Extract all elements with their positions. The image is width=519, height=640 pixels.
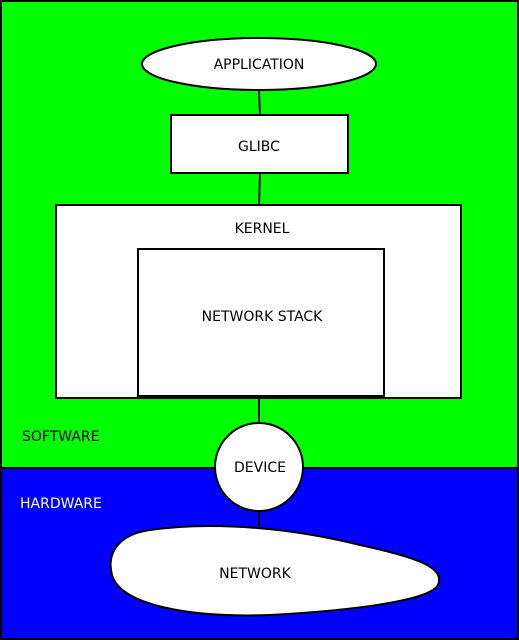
device-node	[214, 422, 304, 512]
glibc-node	[170, 114, 349, 174]
glibc-label: GLIBC	[238, 139, 280, 155]
network-label: NETWORK	[219, 566, 291, 582]
application-node	[141, 37, 377, 91]
kernel-label: KERNEL	[235, 221, 290, 237]
network-stack-node	[137, 248, 385, 397]
device-label: DEVICE	[234, 460, 286, 476]
hardware-label: HARDWARE	[20, 496, 102, 512]
application-label: APPLICATION	[214, 57, 305, 73]
connector-application-glibc	[258, 90, 261, 116]
software-label: SOFTWARE	[22, 429, 100, 445]
connector-glibc-kernel	[258, 172, 261, 206]
network-node	[109, 524, 441, 617]
network-stack-label: NETWORK STACK	[202, 309, 324, 325]
